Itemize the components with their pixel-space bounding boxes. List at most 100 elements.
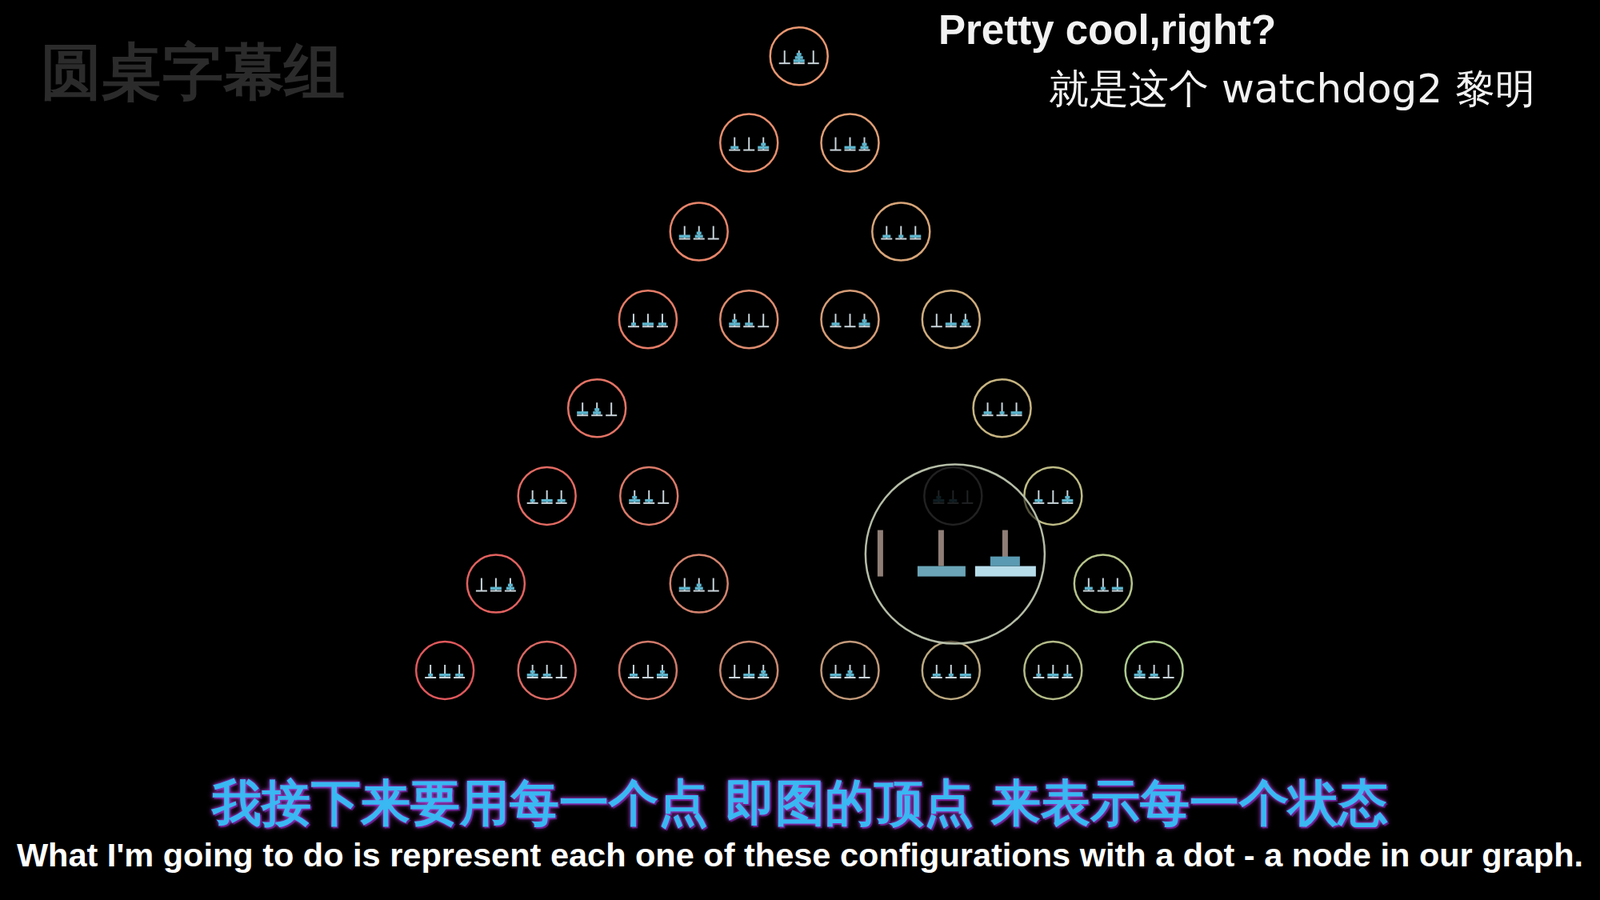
disk [530,499,536,503]
disk [1000,411,1005,415]
disk [730,146,739,150]
disk [1112,587,1124,591]
hanoi-configuration [830,137,871,151]
state-node [467,555,525,613]
hanoi-configuration [830,664,871,678]
disk [1036,673,1041,677]
state-node [620,467,678,525]
disk [793,59,805,63]
disk [859,322,871,326]
hanoi-configuration [931,664,972,678]
subtitle-english: What I'm going to do is represent each o… [0,836,1600,875]
hanoi-configuration [880,226,921,240]
peg [733,664,736,678]
state-node [619,641,677,700]
disk [960,673,972,677]
disk [846,673,855,677]
disk [439,673,451,677]
disk [543,673,552,677]
hanoi-configuration [728,313,769,327]
magnified-node [865,464,1045,644]
peg [1168,664,1170,678]
disk [632,496,637,500]
hanoi-configuration [679,578,720,592]
disk [757,146,769,150]
peg [864,664,866,678]
disk [1084,587,1093,591]
disk [830,673,842,677]
state-node [1074,555,1132,613]
disk [1137,670,1143,674]
disk [644,499,653,503]
hanoi-configuration [576,402,617,416]
hanoi-configuration [476,578,516,592]
disk [759,673,768,677]
state-node [770,27,828,85]
watermark: 圆桌字幕组 [40,32,345,115]
state-node [670,203,728,261]
state-node [821,114,880,172]
peg [712,226,715,240]
state-node [922,641,980,700]
disk [917,566,966,577]
peg [748,137,750,151]
peg [560,664,563,678]
disk [631,322,636,326]
disk [506,587,515,591]
hanoi-configuration [830,313,871,327]
peg [662,490,664,504]
state-node [821,641,880,700]
state-node [518,641,576,700]
peg [877,530,884,577]
hanoi-configuration [424,664,465,678]
danmaku-comment: 就是这个 watchdog2 黎明 [1048,62,1536,116]
hanoi-configuration [679,226,720,240]
hanoi-configuration [982,402,1023,416]
disk [642,322,654,326]
disk [961,322,970,326]
disk [508,584,513,588]
disk [898,235,904,239]
state-node [973,379,1032,437]
disk [679,235,691,239]
disk [984,411,992,415]
disk [527,673,539,677]
peg [762,313,764,327]
disk [795,56,804,60]
disk [862,143,868,147]
disk [1061,499,1073,503]
hanoi-configuration [728,664,769,678]
disk [1150,673,1159,677]
disk [428,673,433,677]
disk [695,587,704,591]
disk [541,499,553,503]
disk [832,322,840,326]
state-node [720,290,778,348]
disk [760,143,766,147]
disk [660,670,665,674]
disk [530,670,536,674]
peg [849,313,852,327]
disk [728,322,740,326]
disk [557,499,566,503]
disk [696,232,702,236]
disk [1134,673,1146,677]
state-node [720,114,778,172]
disk [658,322,667,326]
state-node [872,203,930,261]
hanoi-configuration [628,313,668,327]
disk [629,673,638,677]
disk [948,673,954,677]
peg [647,664,649,678]
state-node [670,555,728,613]
peg [812,50,815,64]
peg [938,530,944,567]
hanoi-configuration [1032,490,1073,504]
state-node [518,467,576,525]
disk [1064,496,1070,500]
disk [594,408,600,412]
disk [882,235,891,239]
disk [796,52,802,56]
subtitle-chinese: 我接下来要用每一个点 即图的顶点 来表示每一个状态 [0,769,1600,837]
